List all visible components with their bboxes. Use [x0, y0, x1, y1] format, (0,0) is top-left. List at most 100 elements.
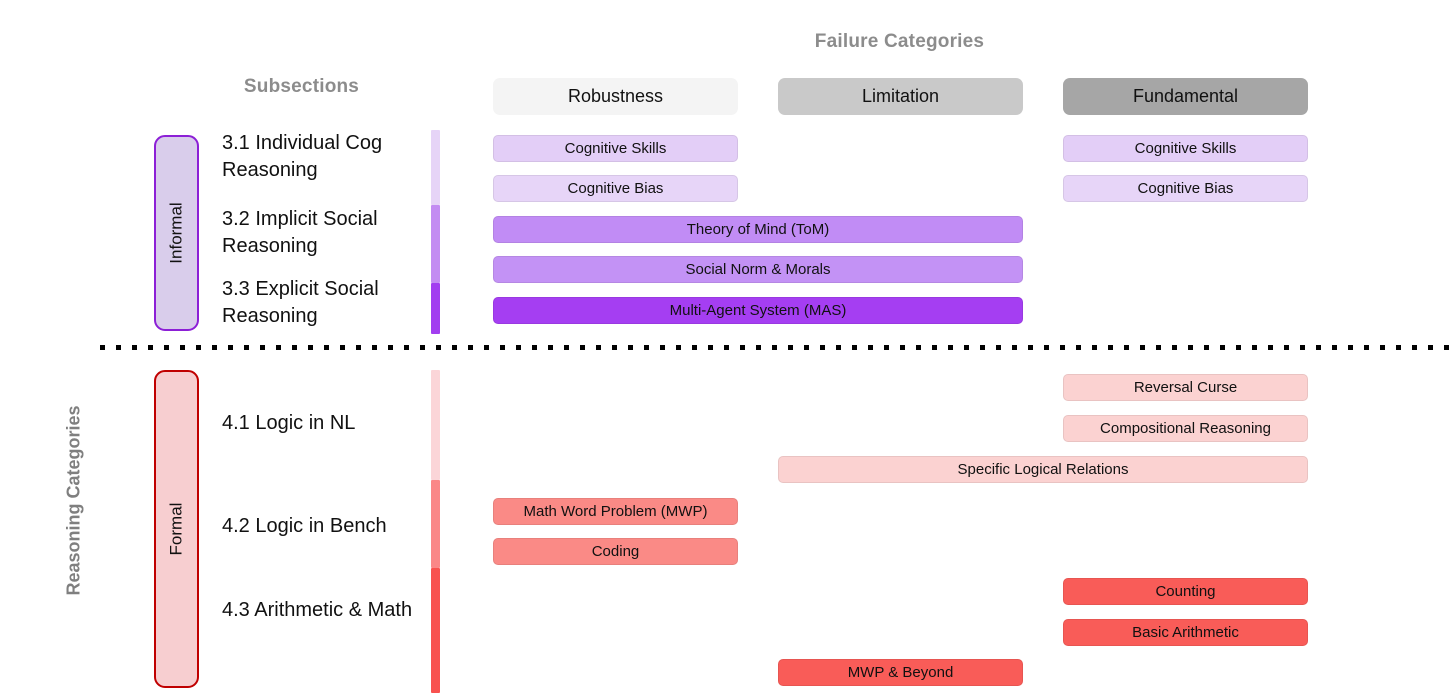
divider-dot	[612, 345, 617, 350]
bar-multi-agent-system[interactable]: Multi-Agent System (MAS)	[493, 297, 1023, 324]
intensity-strip-s41	[431, 370, 440, 480]
bar-theory-of-mind[interactable]: Theory of Mind (ToM)	[493, 216, 1023, 243]
bar-label: Math Word Problem (MWP)	[523, 503, 708, 520]
intensity-strip-s32	[431, 205, 440, 283]
divider-dot	[164, 345, 169, 350]
divider-dot	[420, 345, 425, 350]
group-formal: Formal	[154, 370, 199, 688]
divider-dot	[1236, 345, 1241, 350]
divider-dot	[884, 345, 889, 350]
divider-dot	[1172, 345, 1177, 350]
divider-dot	[1332, 345, 1337, 350]
divider-dot	[244, 345, 249, 350]
divider-dot	[484, 345, 489, 350]
divider-dot	[996, 345, 1001, 350]
divider-dot	[548, 345, 553, 350]
bar-coding[interactable]: Coding	[493, 538, 738, 565]
intensity-strip-s43	[431, 568, 440, 693]
divider-dot	[404, 345, 409, 350]
divider-dot	[596, 345, 601, 350]
column-header-label: Robustness	[567, 86, 664, 106]
column-header-robustness[interactable]: Robustness	[493, 78, 738, 115]
reasoning-categories-axis-label: Reasoning Categories	[63, 405, 84, 596]
divider-dot	[820, 345, 825, 350]
divider-dot	[228, 345, 233, 350]
divider-dot	[292, 345, 297, 350]
divider-dot	[756, 345, 761, 350]
bar-basic-arithmetic[interactable]: Basic Arithmetic	[1063, 619, 1308, 646]
divider-dot	[212, 345, 217, 350]
column-header-label: Limitation	[861, 86, 940, 106]
divider-dot	[276, 345, 281, 350]
divider-dot	[948, 345, 953, 350]
bar-specific-logical-relations[interactable]: Specific Logical Relations	[778, 456, 1308, 483]
divider-dot	[1044, 345, 1049, 350]
divider-dot	[1428, 345, 1433, 350]
divider-dot	[116, 345, 121, 350]
bar-cognitive-bias-fundamental[interactable]: Cognitive Bias	[1063, 175, 1308, 202]
column-header-limitation[interactable]: Limitation	[778, 78, 1023, 115]
divider-dot	[724, 345, 729, 350]
divider-dot	[580, 345, 585, 350]
divider-dot	[1108, 345, 1113, 350]
failure-categories-title: Failure Categories	[814, 31, 985, 52]
divider-dot	[708, 345, 713, 350]
divider-dot	[180, 345, 185, 350]
bar-math-word-problem[interactable]: Math Word Problem (MWP)	[493, 498, 738, 525]
bar-cognitive-bias-robustness[interactable]: Cognitive Bias	[493, 175, 738, 202]
divider-dot	[500, 345, 505, 350]
divider-dot	[1300, 345, 1305, 350]
bar-label: Compositional Reasoning	[1100, 420, 1271, 437]
bar-label: Coding	[591, 543, 640, 560]
subsections-title: Subsections	[243, 76, 360, 97]
bar-compositional-reasoning[interactable]: Compositional Reasoning	[1063, 415, 1308, 442]
divider-dot	[1380, 345, 1385, 350]
divider-dot	[148, 345, 153, 350]
bar-label: Cognitive Skills	[1134, 140, 1237, 157]
divider-dot	[1220, 345, 1225, 350]
bar-cognitive-skills-fundamental[interactable]: Cognitive Skills	[1063, 135, 1308, 162]
intensity-strip-s33	[431, 283, 440, 334]
formal-informal-divider	[100, 345, 1456, 350]
divider-dot	[1124, 345, 1129, 350]
subsection-label-s32: 3.2 Implicit Social Reasoning	[222, 208, 378, 257]
bar-social-norm-morals[interactable]: Social Norm & Morals	[493, 256, 1023, 283]
divider-dot	[1348, 345, 1353, 350]
divider-dot	[1188, 345, 1193, 350]
bar-label: Theory of Mind (ToM)	[686, 221, 830, 238]
divider-dot	[852, 345, 857, 350]
divider-dot	[1076, 345, 1081, 350]
divider-dot	[1060, 345, 1065, 350]
subsection-label-s41: 4.1 Logic in NL	[222, 412, 356, 434]
divider-dot	[260, 345, 265, 350]
divider-dot	[340, 345, 345, 350]
subsection-label-s31: 3.1 Individual Cog Reasoning	[222, 132, 383, 181]
divider-dot	[468, 345, 473, 350]
bar-label: Cognitive Skills	[564, 140, 667, 157]
intensity-strip-s31	[431, 130, 440, 205]
divider-dot	[1012, 345, 1017, 350]
bar-mwp-and-beyond[interactable]: MWP & Beyond	[778, 659, 1023, 686]
divider-dot	[676, 345, 681, 350]
bar-label: Cognitive Bias	[567, 180, 664, 197]
bar-cognitive-skills-robustness[interactable]: Cognitive Skills	[493, 135, 738, 162]
bar-label: Social Norm & Morals	[685, 261, 831, 278]
divider-dot	[388, 345, 393, 350]
divider-dot	[532, 345, 537, 350]
divider-dot	[100, 345, 105, 350]
divider-dot	[836, 345, 841, 350]
column-header-fundamental[interactable]: Fundamental	[1063, 78, 1308, 115]
subsection-label-s43: 4.3 Arithmetic & Math	[222, 599, 413, 621]
bar-reversal-curse[interactable]: Reversal Curse	[1063, 374, 1308, 401]
divider-dot	[1316, 345, 1321, 350]
group-informal-label: Informal	[166, 202, 186, 264]
bar-counting[interactable]: Counting	[1063, 578, 1308, 605]
divider-dot	[356, 345, 361, 350]
divider-dot	[1412, 345, 1417, 350]
subsection-label-s42: 4.2 Logic in Bench	[222, 515, 387, 537]
divider-dot	[1252, 345, 1257, 350]
divider-dot	[1268, 345, 1273, 350]
divider-dot	[628, 345, 633, 350]
bar-label: Reversal Curse	[1133, 379, 1238, 396]
